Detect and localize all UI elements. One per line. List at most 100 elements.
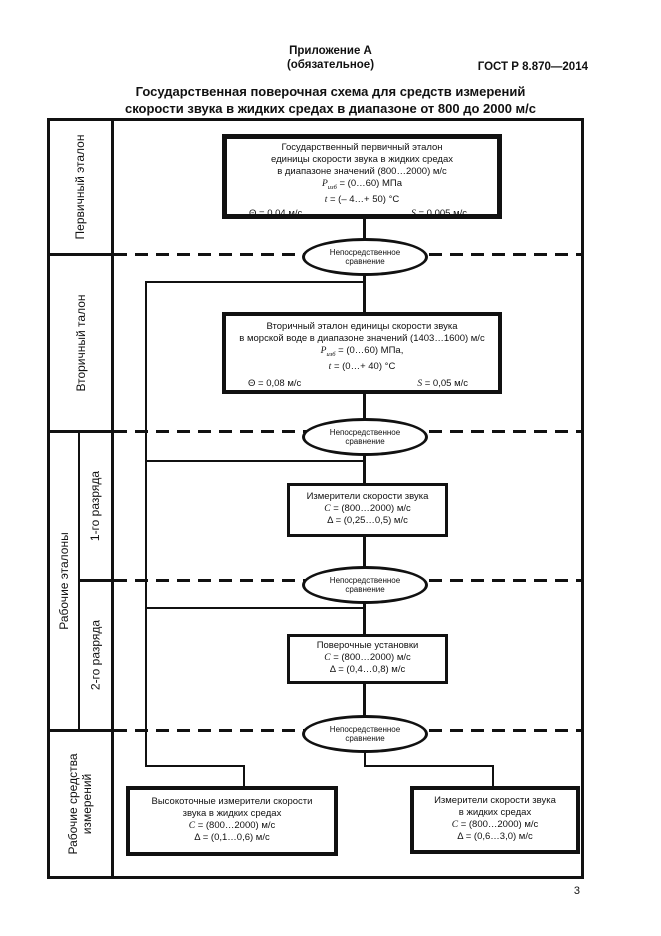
sidebar-row-divider-4: [50, 729, 111, 732]
s-value: S = 0,005 м/с: [411, 208, 467, 220]
liquid-meters-box: Измерители скорости звука в жидких среда…: [410, 786, 580, 854]
verification-units-line1: Поверочные установки: [316, 640, 419, 651]
secondary-standard-pressure: Pизб = (0…60) МПа,: [226, 345, 498, 361]
bypass-to-highprecision-vertical: [243, 765, 245, 786]
primary-standard-temperature: t = (– 4…+ 50) °С: [227, 194, 497, 206]
comparison-ellipse-3: Непосредственное сравнение: [302, 566, 428, 604]
comparison-ellipse-3-line2: сравнение: [345, 585, 385, 594]
c-value: = (800…2000) м/с: [330, 503, 411, 514]
s-symbol: S: [411, 208, 416, 219]
theta-value: Θ = 0,08 м/с: [248, 377, 302, 389]
bypass-vertical-line: [145, 281, 147, 767]
temperature-value: = (0…+ 40) °С: [331, 360, 396, 372]
secondary-standard-line1: Вторичный эталон единицы скорости звука: [266, 321, 458, 332]
meters-rank1-range: С = (800…2000) м/с: [290, 503, 445, 515]
comparison-ellipse-4-line1: Непосредственное: [329, 724, 401, 734]
connector-to-meters2-vertical: [492, 765, 494, 786]
annex-title: Приложение А: [289, 45, 372, 57]
secondary-standard-uncertainty-row: Θ = 0,08 м/с S = 0,05 м/с: [226, 378, 498, 390]
annex-header: Приложение А (обязательное): [0, 44, 661, 72]
c-value: = (800…2000) м/с: [330, 652, 411, 663]
secondary-standard-box: Вторичный эталон единицы скорости звука …: [222, 312, 502, 394]
primary-standard-line3: в диапазоне значений (800…2000) м/с: [277, 166, 447, 177]
s-number: = 0,05 м/с: [422, 377, 468, 389]
connector-to-meters2-horizontal: [364, 765, 494, 767]
comparison-ellipse-4-line2: сравнение: [345, 734, 385, 743]
high-precision-meters-box: Высокоточные измерители скорости звука в…: [126, 786, 338, 856]
comparison-ellipse-2-line2: сравнение: [345, 437, 385, 446]
annex-note: (обязательное): [286, 59, 375, 71]
sidebar-label-rank-1: 1-го разряда: [87, 470, 102, 542]
s-symbol: S: [417, 378, 423, 389]
comparison-ellipse-2-line1: Непосредственное: [329, 427, 401, 437]
sidebar-label-secondary-standard: Вторичный талон: [73, 294, 88, 392]
c-symbol: С: [324, 504, 331, 514]
primary-standard-line1: Государственный первичный эталон: [281, 142, 443, 153]
c-value: = (800…2000) м/с: [458, 819, 539, 830]
connector-ellipse1-to-secondary: [363, 274, 366, 314]
connector-ellipse2-to-meters1: [363, 453, 366, 485]
verification-units-box: Поверочные установки С = (800…2000) м/с …: [287, 634, 448, 684]
comparison-ellipse-1-line1: Непосредственное: [329, 247, 401, 257]
liquid-meters-line2: в жидких средах: [458, 807, 532, 818]
temperature-symbol: t: [328, 361, 332, 372]
comparison-ellipse-3-line1: Непосредственное: [329, 575, 401, 585]
bypass-to-highprecision-horizontal: [145, 765, 245, 767]
sidebar-label-working-instruments: Рабочие средства измерений: [66, 753, 94, 855]
liquid-meters-delta: Δ = (0,6…3,0) м/с: [457, 831, 533, 842]
high-precision-delta: Δ = (0,1…0,6) м/с: [194, 832, 270, 843]
liquid-meters-line1: Измерители скорости звука: [434, 795, 556, 806]
primary-standard-line2: единицы скорости звука в жидких средах: [271, 154, 453, 165]
c-symbol: С: [324, 653, 331, 663]
scheme-title-line2: скорости звука в жидких средах в диапазо…: [124, 100, 537, 116]
primary-standard-pressure: Pизб = (0…60) МПа: [227, 178, 497, 194]
c-symbol: С: [451, 820, 459, 830]
primary-standard-uncertainty-row: Θ = 0,04 м/с S = 0,005 м/с: [227, 208, 497, 220]
connector-meters1-to-ellipse3: [363, 535, 366, 568]
comparison-ellipse-1: Непосредственное сравнение: [302, 238, 428, 276]
sidebar-label-primary-standard: Первичный эталон: [72, 134, 87, 240]
liquid-meters-range: С = (800…2000) м/с: [414, 819, 576, 831]
bypass-branch-2: [145, 460, 365, 462]
sidebar-label-working-standards: Рабочие эталоны: [56, 532, 71, 630]
pressure-symbol: P: [320, 346, 327, 356]
high-precision-line2: звука в жидких средах: [182, 808, 282, 819]
high-precision-line1: Высокоточные измерители скорости: [151, 796, 313, 807]
s-number: = 0,005 м/с: [415, 207, 467, 219]
scheme-title: Государственная поверочная схема для сре…: [8, 84, 653, 117]
primary-standard-box: Государственный первичный эталон единицы…: [222, 134, 502, 219]
sidebar-row-divider-1: [50, 253, 111, 256]
pressure-subscript: изб: [327, 183, 337, 191]
theta-value: Θ = 0,04 м/с: [249, 207, 303, 219]
c-value: = (800…2000) м/с: [195, 820, 276, 831]
sidebar-right-border: [111, 118, 114, 879]
connector-secondary-to-ellipse2: [363, 392, 366, 420]
comparison-ellipse-1-line2: сравнение: [345, 257, 385, 266]
meters-rank1-box: Измерители скорости звука С = (800…2000)…: [287, 483, 448, 537]
connector-ellipse3-to-verification: [363, 601, 366, 636]
sidebar-label-rank-2: 2-го разряда: [88, 619, 102, 691]
gost-number: ГОСТ Р 8.870—2014: [477, 61, 588, 73]
pressure-symbol: P: [321, 179, 328, 189]
verification-units-delta: Δ = (0,4…0,8) м/с: [329, 664, 406, 675]
bypass-branch-1: [145, 281, 365, 283]
sidebar-row-divider-3: [79, 579, 111, 582]
page-number: 3: [573, 885, 580, 897]
secondary-standard-temperature: t = (0…+ 40) °С: [226, 361, 498, 373]
secondary-standard-line2: в морской воде в диапазоне значений (140…: [239, 333, 485, 344]
meters-rank1-delta: Δ = (0,25…0,5) м/с: [327, 515, 408, 526]
connector-primary-to-ellipse1: [363, 216, 366, 242]
pressure-value: = (0…60) МПа,: [335, 345, 404, 356]
sidebar-row-divider-2: [50, 430, 111, 433]
meters-rank1-line1: Измерители скорости звука: [306, 491, 429, 502]
connector-verification-to-ellipse4: [363, 682, 366, 717]
comparison-ellipse-2: Непосредственное сравнение: [302, 418, 428, 456]
bypass-branch-3: [145, 607, 365, 609]
pressure-value: = (0…60) МПа: [336, 178, 403, 189]
connector-ellipse4-down: [364, 750, 366, 767]
pressure-subscript: изб: [326, 350, 336, 358]
s-value: S = 0,05 м/с: [417, 378, 468, 390]
high-precision-range: С = (800…2000) м/с: [130, 820, 334, 832]
verification-units-range: С = (800…2000) м/с: [290, 652, 445, 664]
